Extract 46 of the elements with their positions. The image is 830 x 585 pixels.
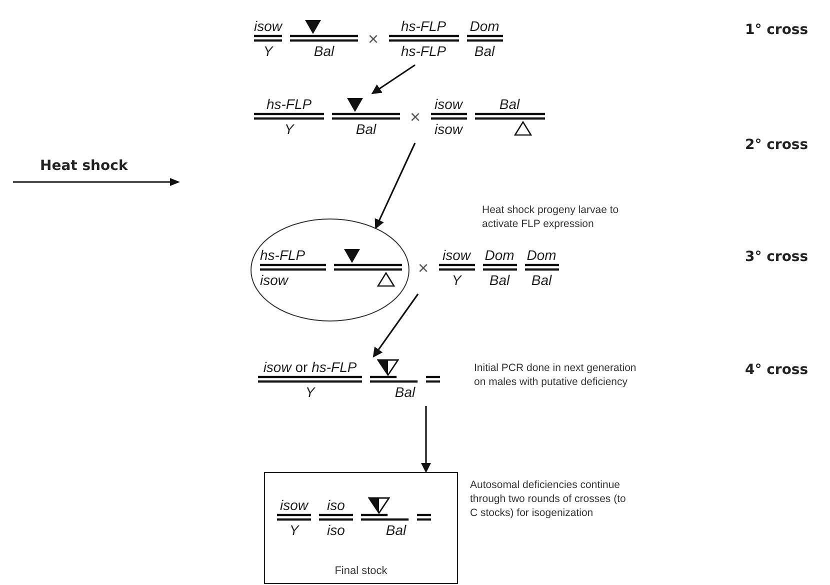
final-stock-box <box>264 472 458 584</box>
allele-label: Y <box>284 121 294 137</box>
arrow <box>372 294 419 358</box>
allele-label: hs-FLP <box>260 247 306 263</box>
allele-label: Y <box>289 522 299 538</box>
allele-label: Bal <box>356 121 376 137</box>
cross-label: 3° cross <box>745 249 808 265</box>
cross-label: 2° cross <box>745 137 808 153</box>
allele-label: isow <box>254 18 282 34</box>
allele-label: isow <box>434 121 463 137</box>
allele-label: isow <box>280 497 308 513</box>
note-text: Autosomal deficiencies continue through two rounds of crosses (to C stocks) for isogenization <box>470 478 627 520</box>
allele-label: Bal <box>499 96 520 112</box>
allele-label: Bal <box>474 43 495 59</box>
cross-label: 1° cross <box>745 22 808 38</box>
allele-label: Y <box>263 43 273 59</box>
note-text: Initial PCR done in next generation on males with putative deficiency <box>474 361 638 389</box>
arrow <box>374 142 416 230</box>
allele-label: Bal <box>531 272 552 288</box>
arrow <box>421 406 431 473</box>
allele-label: isow <box>442 247 471 263</box>
allele-label: hs-FLP <box>400 18 446 34</box>
allele-label: Bal <box>394 384 416 400</box>
allele-label: Y <box>452 272 462 288</box>
allele-label: iso <box>327 522 345 538</box>
allele-label: hs-FLP <box>400 43 446 59</box>
allele-label: Bal <box>489 272 510 288</box>
allele-label: Bal <box>386 522 406 538</box>
allele-label: Dom <box>484 247 514 263</box>
note-text: Heat shock progeny larvae to activate FLP expression <box>482 203 620 231</box>
allele-label: iso <box>327 497 345 513</box>
cross-symbol: × <box>418 259 429 277</box>
allele-label: Y <box>305 384 315 400</box>
allele-label: Bal <box>314 43 334 59</box>
allele-label: hs-FLP <box>266 96 312 112</box>
cross-label: 4° cross <box>745 362 808 378</box>
arrow-label: Heat shock <box>40 158 128 174</box>
allele-label: Dom <box>470 18 500 34</box>
allele-label: isow <box>434 96 463 112</box>
cross-symbol: × <box>368 30 379 48</box>
allele-label: isow <box>260 272 288 288</box>
allele-label: isow or hs-FLP <box>263 359 357 375</box>
allele-label: Dom <box>526 247 556 263</box>
box-caption: Final stock <box>334 565 388 577</box>
cross-symbol: × <box>410 108 421 126</box>
arrow <box>371 64 416 94</box>
